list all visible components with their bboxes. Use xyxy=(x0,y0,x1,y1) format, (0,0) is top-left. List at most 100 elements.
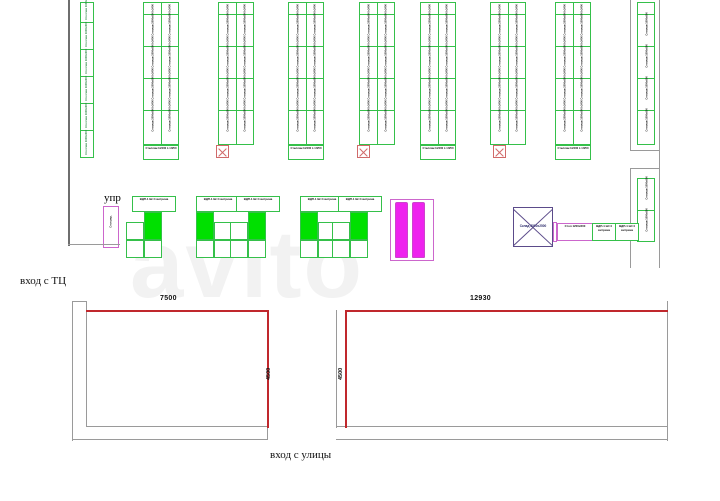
left-room-wall-inner xyxy=(86,301,88,427)
rack-cell-label: Стеллаж 1000x600 h2400 xyxy=(580,4,584,36)
rack-2-row xyxy=(218,14,254,15)
rack-1-row xyxy=(143,110,179,111)
counter-3-back-left[interactable] xyxy=(230,240,248,258)
manager-desk[interactable] xyxy=(103,206,119,248)
rack-cell-label: Стеллаж 2000x600 h2400 xyxy=(428,4,432,36)
storage-side-counter-2[interactable]: ВДП-1 Ш=4 витрина xyxy=(615,223,639,241)
rack-8-row xyxy=(637,14,655,15)
rack-cell-label: Стеллаж 1000x600 h2400 xyxy=(445,4,449,36)
rack-cell-label: Стеллаж 2000x600 h2400 xyxy=(428,100,432,132)
rack-3-row xyxy=(288,78,324,79)
rack-4-row xyxy=(359,46,395,47)
rack-8-row xyxy=(637,110,655,111)
rack-3-row xyxy=(288,46,324,47)
rack-divider xyxy=(80,49,94,50)
rack-cell-label: Стеллаж 1000x600 xyxy=(645,76,649,100)
rack-cell-label: Стеллаж 2000x600 h2400 xyxy=(563,68,567,100)
rack-1-row xyxy=(143,78,179,79)
rack-cell-label: Стеллаж 1000x600 xyxy=(84,129,88,155)
rack-cell-label: Стеллаж 2000x600 h2400 xyxy=(498,36,502,68)
counter-2-back-left[interactable] xyxy=(196,240,214,258)
counter-4-fill[interactable] xyxy=(300,212,318,240)
entrance-mall-note: вход с ТЦ xyxy=(20,275,67,287)
counter-1-back-right[interactable] xyxy=(144,240,162,258)
counter-3-back-right[interactable] xyxy=(248,240,266,258)
counter-1-side[interactable] xyxy=(126,222,144,240)
counter-3-fill[interactable] xyxy=(248,212,266,240)
rack-cell-label: Стеллаж 1000x600 h2400 xyxy=(243,36,247,68)
rack-cell-label: Стеллаж 2000x600 h2400 xyxy=(296,100,300,132)
rack-cell-label: Стеллаж 1000x600 h2400 xyxy=(313,36,317,68)
rack-cell-label: Стеллаж 1000x600 h2400 xyxy=(168,4,172,36)
rack-cell-label: Стеллаж 2000x600 h2400 xyxy=(151,68,155,100)
rack-cell-label: Стеллаж 1000x600 h2400 xyxy=(384,68,388,100)
counter-1-fill[interactable] xyxy=(144,212,162,240)
rack-cell-label: Стеллаж 1000x600 h2400 xyxy=(243,68,247,100)
rack-4-row xyxy=(359,14,395,15)
fitting-room-1[interactable] xyxy=(395,202,408,258)
rack-1-center-line xyxy=(161,2,162,145)
rack-8-row xyxy=(637,46,655,47)
rack-cell-label: Стеллаж 1000x600 xyxy=(645,44,649,68)
wall-right-inner xyxy=(630,0,632,150)
counter-5-back-left[interactable] xyxy=(332,240,350,258)
rack-6-row xyxy=(490,14,526,15)
counter-1-back-left[interactable] xyxy=(126,240,144,258)
rack-cell-label: Стеллаж 1000x600 h2400 xyxy=(515,100,519,132)
rack-3-footer: Стеллаж h2400 L=2250 xyxy=(288,145,324,160)
counter-5-fill[interactable] xyxy=(350,212,368,240)
storage-table[interactable]: Стол 1200x600 xyxy=(557,223,593,241)
rack-cell-label: Стеллаж 1000x600 h2400 xyxy=(168,100,172,132)
storage-side-counter-1[interactable]: ВДП-1 Ш=4 витрина xyxy=(592,223,616,241)
counter-4-back-left[interactable] xyxy=(300,240,318,258)
left-room-depth-dim: 4500 xyxy=(266,367,272,380)
wall-right-outer xyxy=(659,0,661,268)
management-label: упр xyxy=(104,192,121,204)
rack-cell-label: Стеллаж 2000x600 h2400 xyxy=(367,100,371,132)
wall-left-vertical xyxy=(68,0,70,246)
rack-cell-label: Стеллаж 2000x600 h2400 xyxy=(296,68,300,100)
counter-5-back-right[interactable] xyxy=(350,240,368,258)
rack-8[interactable] xyxy=(637,2,655,145)
counter-1-label: ВДП-1 Ш=4 витрина xyxy=(132,196,176,212)
counter-2-label: ВДП-1 Ш=4 витрина xyxy=(196,196,240,212)
right-room-wall-right xyxy=(667,301,669,441)
right-room-wall-left xyxy=(336,310,338,428)
left-room-wall-bottom xyxy=(72,439,268,441)
rack-cell-label: Стеллаж 2000x600 h2400 xyxy=(498,68,502,100)
rack-7-footer: Стеллаж h2400 L=2250 xyxy=(555,145,591,160)
rack-2-row xyxy=(218,78,254,79)
storage-door[interactable] xyxy=(553,222,557,242)
wall-right-notch-bottom xyxy=(630,168,660,170)
rack-cell-label: Стеллаж 1000x600 h2400 xyxy=(384,100,388,132)
rack-cell-label: Стеллаж 2000x600 h2400 xyxy=(226,4,230,36)
rack-cell-label: Стеллаж 1000x600 h2400 xyxy=(515,4,519,36)
rack-cell-label: Стеллаж 1000x600 h2400 xyxy=(313,68,317,100)
rack-cell-label: Стеллаж 1000x600 h2400 xyxy=(515,68,519,100)
wall-right-vertical-lower xyxy=(630,168,632,268)
right-room-depth-dim: 4500 xyxy=(338,367,344,380)
entrance-street-note: вход с улицы xyxy=(270,449,332,461)
rack-column-left[interactable] xyxy=(80,2,94,158)
counter-2-fill[interactable] xyxy=(196,212,214,240)
rack-cell-label: Стеллаж 1000x600 h2400 xyxy=(445,36,449,68)
rack-6-row xyxy=(490,46,526,47)
rack-cell-label: Стеллаж 1000x600 xyxy=(645,208,649,232)
rack-5-row xyxy=(420,14,456,15)
rack-2-center-line xyxy=(236,2,237,145)
rack-cell-label: Стеллаж 1000x600 h2400 xyxy=(580,68,584,100)
storage-room[interactable]: Склад 2500x2500 xyxy=(513,207,553,247)
fitting-room-2[interactable] xyxy=(412,202,425,258)
counter-5-side[interactable] xyxy=(332,222,350,240)
rack-7-center-line xyxy=(573,2,574,145)
wall-manager-connector xyxy=(68,244,120,246)
rack-8-row xyxy=(637,78,655,79)
rack-cell-label: Стеллаж 1000x600 xyxy=(84,102,88,128)
rack-5-row xyxy=(420,110,456,111)
counter-3-side[interactable] xyxy=(230,222,248,240)
right-room-wall-bottom-stub xyxy=(336,426,360,428)
rack-cell-label: Стеллаж 1000x600 h2400 xyxy=(445,100,449,132)
rack-7-row xyxy=(555,110,591,111)
left-room-red-right xyxy=(267,310,269,428)
